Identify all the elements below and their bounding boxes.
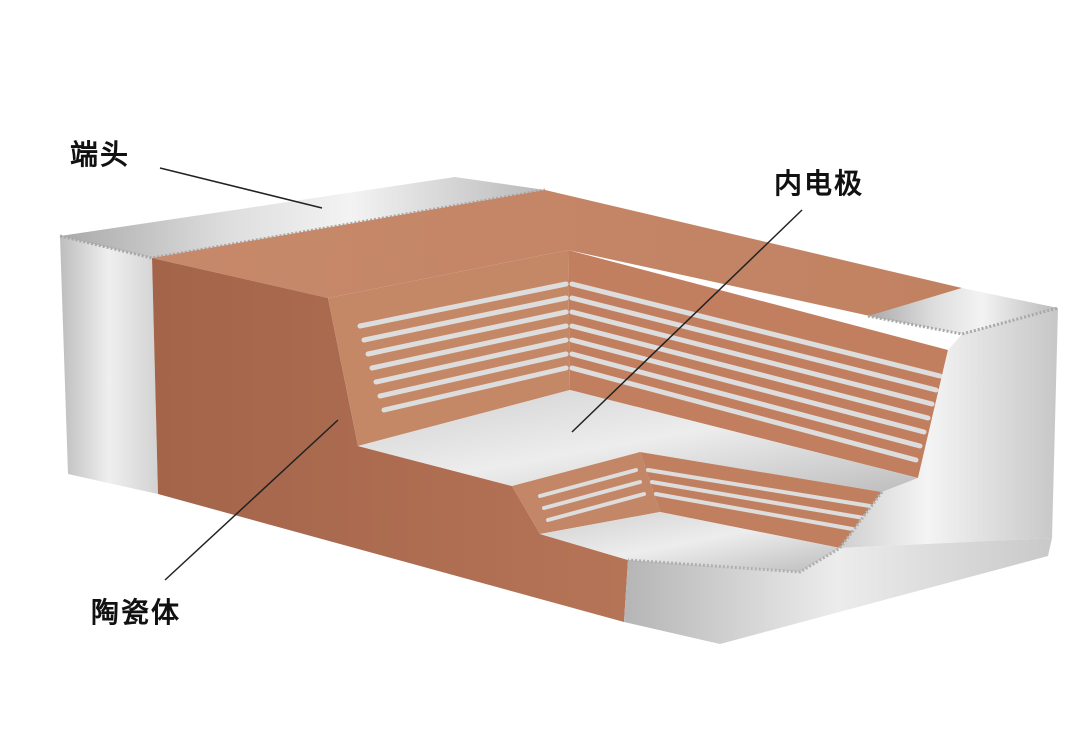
ceramic-front-face [152,258,628,622]
leader-line-terminal [159,167,323,209]
leader-line-inner-electrode [571,209,803,433]
inner-electrodes-lower [538,468,872,532]
inner-electrode-plate-upper [358,390,918,492]
inner-electrode-plate-lower [540,512,840,572]
label-ceramic-body: 陶瓷体 [91,596,182,629]
cutaway-back-wall [328,250,570,446]
right-terminal-side [840,308,1058,548]
right-terminal-top [868,288,1058,334]
ceramic-top-surface [152,190,962,316]
right-terminal-inner-edge [627,491,884,574]
left-terminal-front [60,236,158,494]
right-terminal [624,288,1059,644]
leader-line-ceramic-body [164,419,339,581]
label-inner-electrode: 内电极 [774,167,865,200]
inner-electrodes-upper [357,281,943,463]
right-terminal-front [624,538,1052,644]
label-terminal: 端头 [70,138,131,171]
left-terminal-top [60,177,545,258]
